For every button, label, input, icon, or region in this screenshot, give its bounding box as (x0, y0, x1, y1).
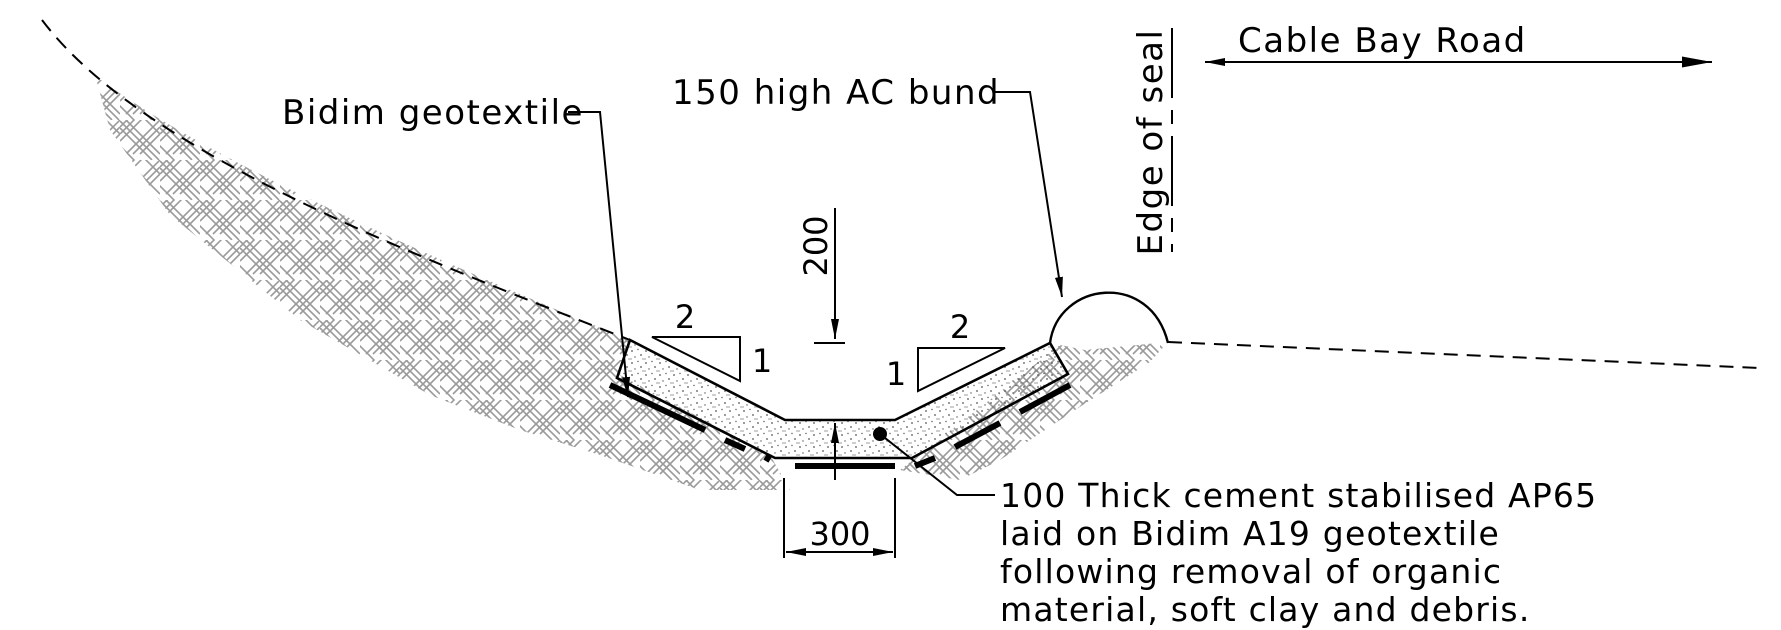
existing-ground-line (41, 19, 1761, 369)
cement-stabilised-lining (615, 338, 1070, 460)
ac-bund (1048, 291, 1170, 344)
geotextile-leader (568, 111, 631, 398)
ac-bund-label: 150 high AC bund (672, 73, 1000, 113)
existing-ground-hatch (95, 75, 1168, 490)
right-slope-run-label: 2 (950, 308, 970, 346)
left-slope-indicator: 2 1 (651, 298, 772, 383)
lining-note-leader (879, 433, 995, 496)
right-slope-indicator: 2 1 (886, 308, 1006, 393)
road-name-label: Cable Bay Road (1238, 21, 1527, 61)
ac-bund-leader (994, 91, 1063, 298)
lining-note-leader-dot (873, 427, 887, 441)
lining-note-line-3: following removal of organic (1000, 552, 1502, 591)
lining-note-line-1: 100 Thick cement stabilised AP65 (1000, 476, 1597, 515)
base-width-dimension-label: 300 (809, 515, 870, 553)
left-slope-run-label: 2 (675, 298, 695, 336)
left-slope-rise-label: 1 (752, 342, 772, 380)
edge-of-seal-label: Edge of seal (1131, 29, 1171, 256)
lining-note-line-4: material, soft clay and debris. (1000, 590, 1531, 629)
lining-note: 100 Thick cement stabilised AP65 laid on… (1000, 476, 1597, 629)
lining-note-line-2: laid on Bidim A19 geotextile (1000, 514, 1500, 553)
depth-dimension-label: 200 (797, 215, 835, 276)
depth-dimension (814, 208, 845, 480)
base-width-dimension (783, 478, 896, 558)
geotextile-label: Bidim geotextile (282, 93, 584, 133)
right-slope-rise-label: 1 (886, 355, 906, 393)
